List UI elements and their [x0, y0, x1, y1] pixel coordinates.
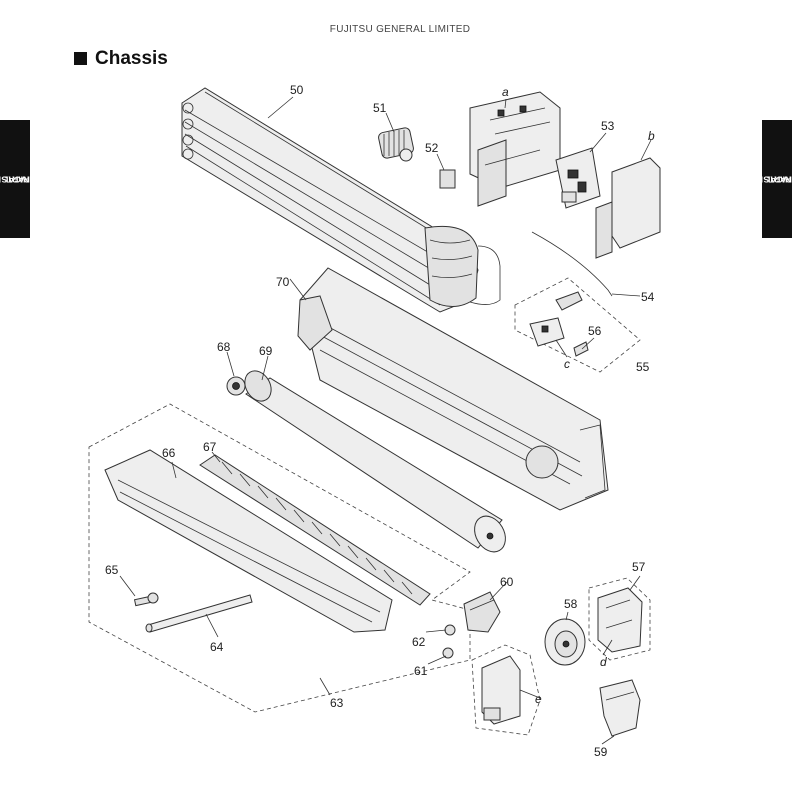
company-header: FUJITSU GENERAL LIMITED — [329, 24, 471, 35]
bracket-e-part — [481, 655, 521, 725]
shaft-part — [145, 594, 253, 633]
callout-70: 70 — [276, 275, 290, 289]
screw-part — [133, 592, 159, 607]
pcb-part — [555, 147, 601, 209]
louver-motor-part — [463, 591, 501, 633]
callout-66: 66 — [162, 446, 176, 460]
callout-57: 57 — [632, 560, 646, 574]
cross-flow-fan-part — [244, 370, 506, 553]
callout-67: 67 — [203, 440, 217, 454]
label-c: c — [564, 357, 570, 371]
callout-63: 63 — [330, 696, 344, 710]
group-57-boundary — [588, 577, 651, 661]
label-d: d — [600, 655, 607, 669]
callout-65: 65 — [105, 563, 119, 577]
callout-numbers: 50 51 52 53 54 55 56 57 58 59 60 61 62 6… — [105, 83, 655, 759]
group-63-boundary — [88, 403, 471, 713]
label-a: a — [502, 85, 509, 99]
motor-cover-part — [597, 587, 643, 653]
callout-60: 60 — [500, 575, 514, 589]
group-55-parts — [529, 291, 589, 357]
control-box-a-part — [469, 91, 561, 207]
louver-assembly-part — [199, 454, 431, 606]
callout-59: 59 — [594, 745, 608, 759]
callout-54: 54 — [641, 290, 655, 304]
leader-lines — [119, 96, 652, 745]
bearing-part — [226, 376, 246, 396]
fan-motor-part — [378, 127, 414, 162]
holder-part — [599, 679, 641, 737]
connector-part — [439, 169, 456, 189]
callout-51: 51 — [373, 101, 387, 115]
drain-pan-part — [104, 449, 393, 633]
section-title-text: Chassis — [95, 48, 168, 69]
callout-61: 61 — [414, 664, 428, 678]
side-tab-right: TECHNICAL DATAAND PARTS LIST — [740, 120, 800, 238]
section-title: Chassis — [74, 48, 168, 70]
callout-64: 64 — [210, 640, 224, 654]
thermistor-wire-part — [531, 231, 613, 297]
fan-motor-58-part — [544, 618, 586, 666]
callout-69: 69 — [259, 344, 273, 358]
label-b: b — [648, 129, 655, 143]
title-square-icon — [74, 52, 87, 65]
main-frame-part — [297, 267, 609, 511]
callout-58: 58 — [564, 597, 578, 611]
callout-68: 68 — [217, 340, 231, 354]
callout-62: 62 — [412, 635, 426, 649]
callout-50: 50 — [290, 83, 304, 97]
callout-55: 55 — [636, 360, 650, 374]
cover-b-part — [595, 157, 661, 259]
callout-53: 53 — [601, 119, 615, 133]
label-e: e — [535, 692, 542, 706]
callout-56: 56 — [588, 324, 602, 338]
heat-exchanger-part — [181, 87, 501, 313]
letter-labels: a b c d e — [502, 85, 655, 706]
group-55-boundary — [514, 277, 641, 373]
gear-62-part — [444, 624, 456, 636]
bush-61-part — [442, 647, 454, 659]
group-e-boundary — [471, 644, 541, 736]
side-tab-left: TECHNICAL DATAAND PARTS LIST — [0, 120, 52, 238]
callout-52: 52 — [425, 141, 439, 155]
